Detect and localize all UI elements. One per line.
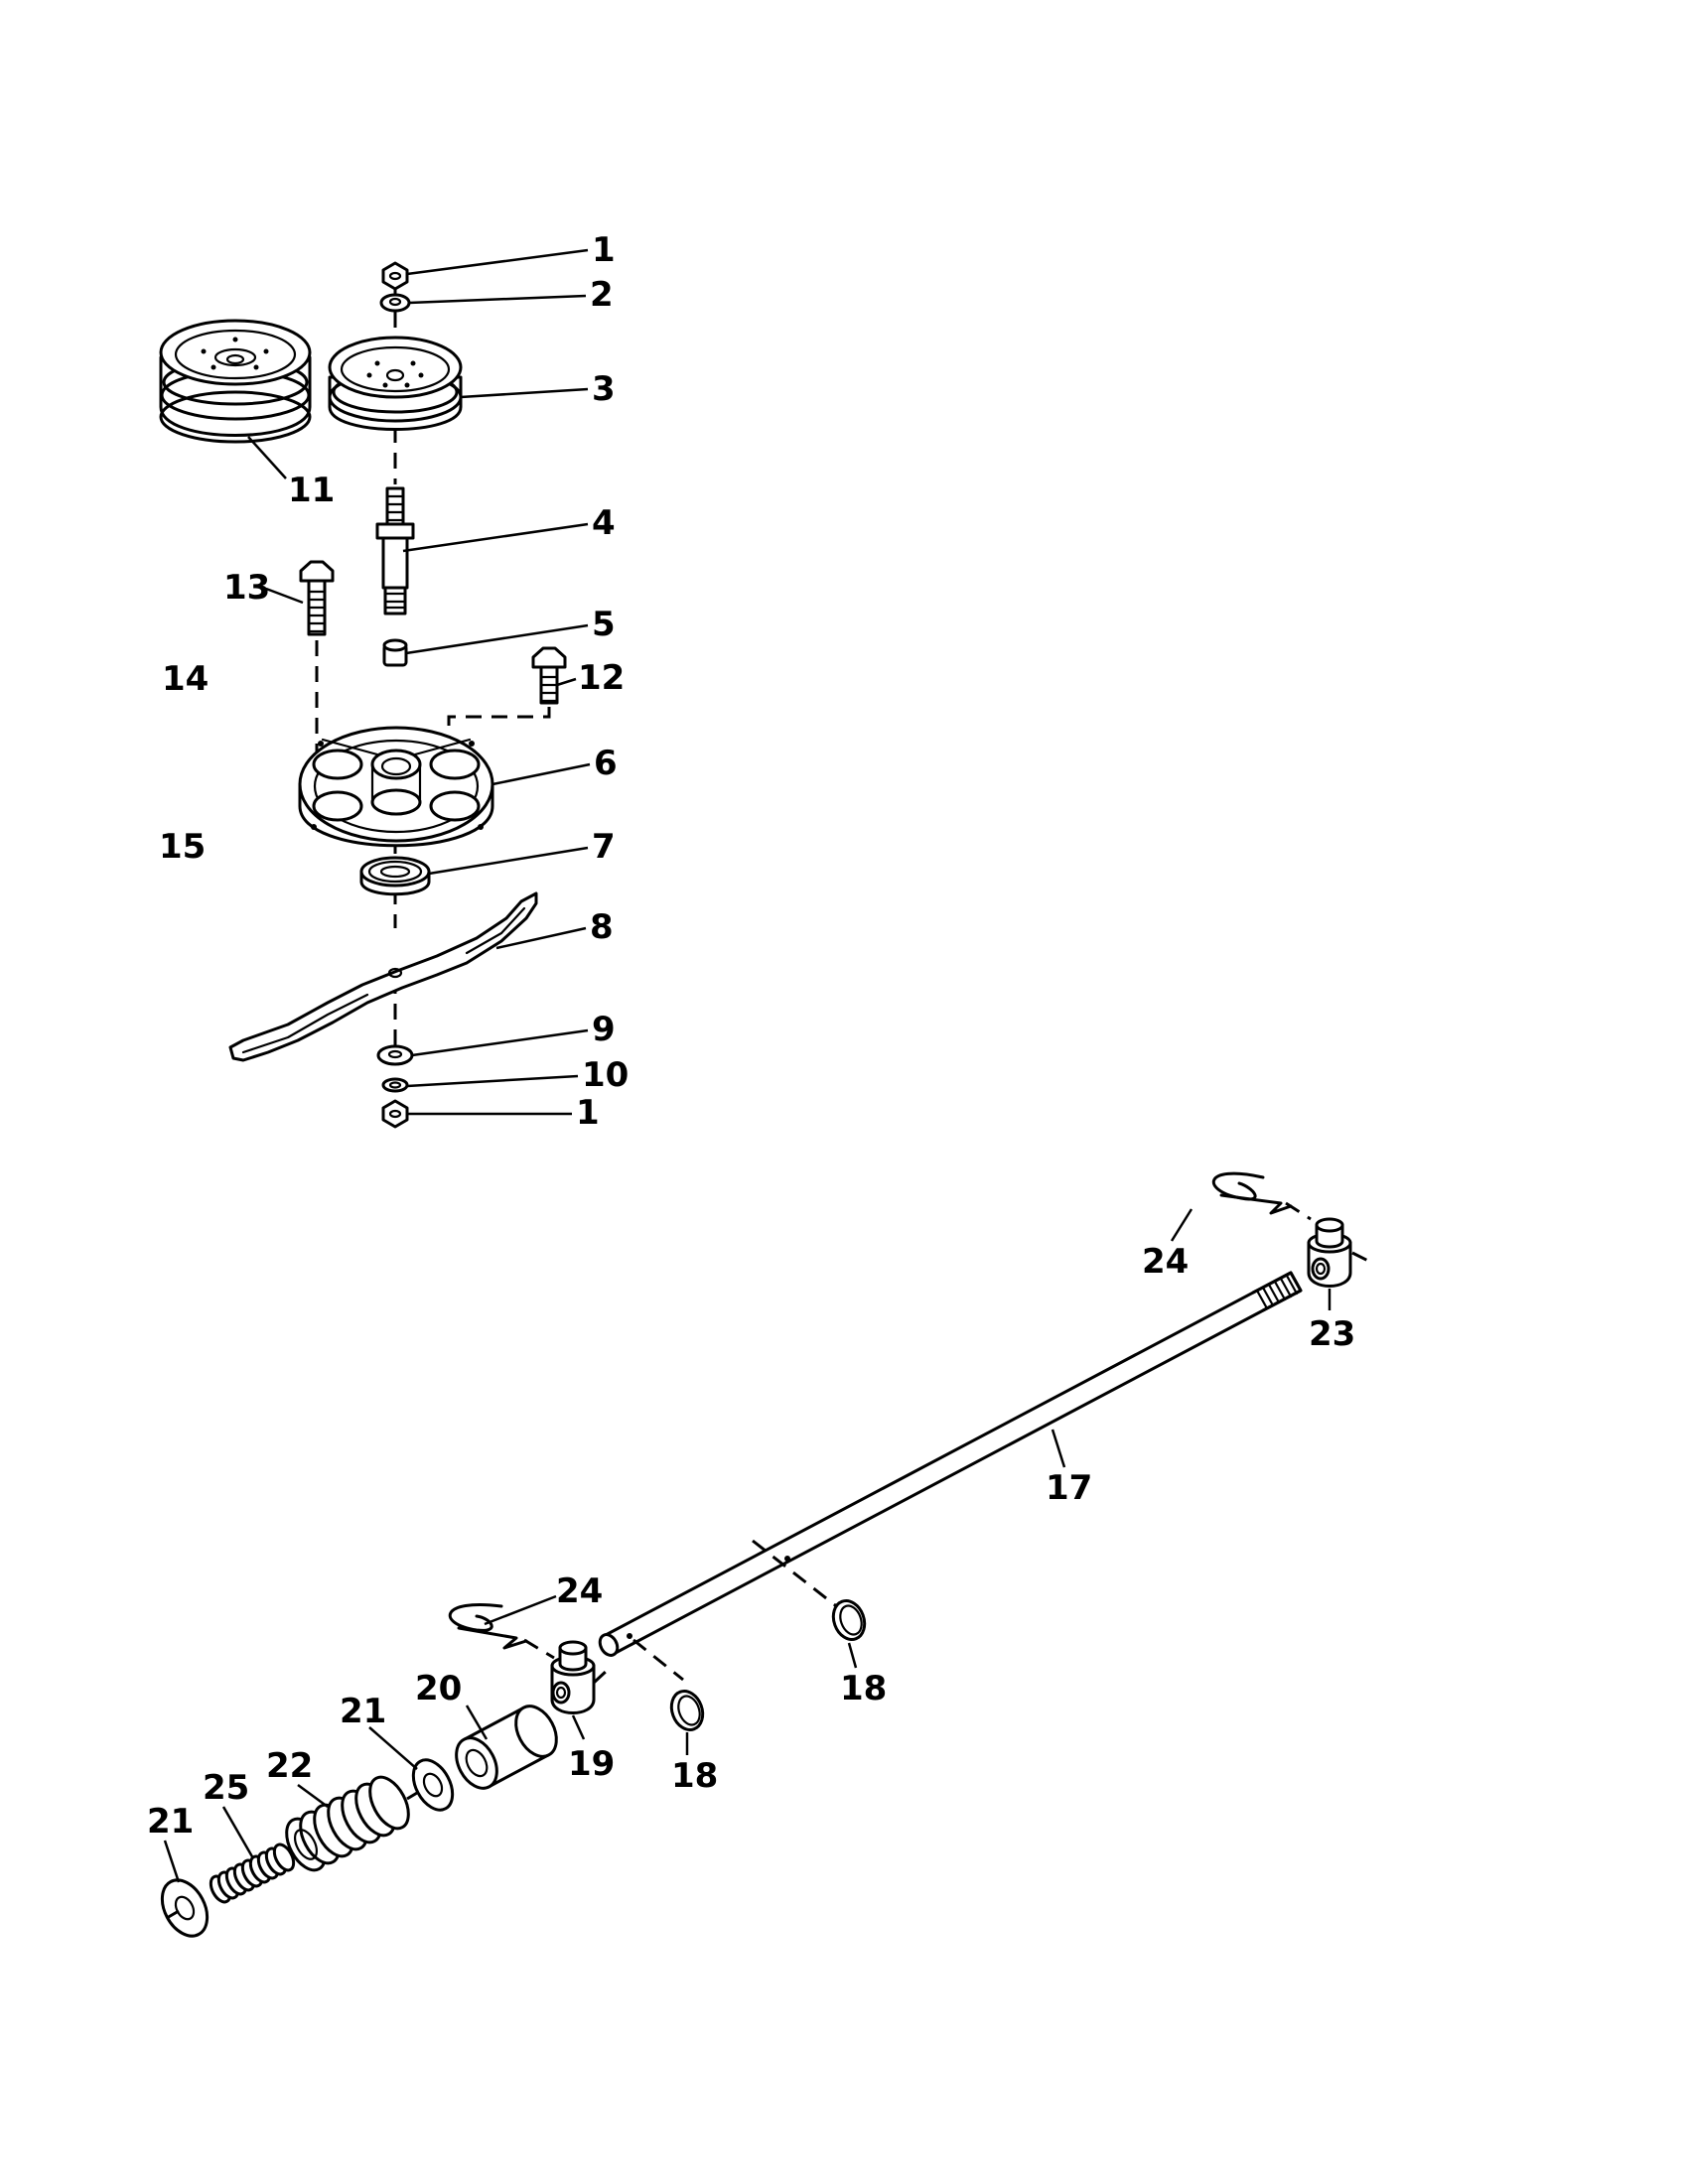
- callout-1-bottom: 1: [576, 1093, 600, 1133]
- bolt-long: [299, 560, 335, 636]
- trunnion-left-axis: [592, 1668, 610, 1685]
- callout-13: 13: [223, 568, 270, 608]
- callout-9: 9: [592, 1010, 616, 1049]
- spindle-housing: [298, 726, 494, 848]
- callout-6: 6: [594, 744, 618, 783]
- callout-18-left: 18: [671, 1756, 718, 1796]
- callout-labels: 1 2 3 11 4 13 5 14 12 6 15 7 8 9 10 1 24…: [147, 230, 1355, 1842]
- hairpin-clip-top: [1211, 1171, 1293, 1215]
- lower-leader-lines: [163, 1208, 1332, 1883]
- callout-3: 3: [592, 369, 616, 409]
- spring-stack-axis: [166, 1791, 418, 1920]
- callout-21-lower: 21: [147, 1802, 194, 1842]
- lock-washer: [381, 1077, 409, 1093]
- hex-nut-top: [381, 261, 409, 291]
- compression-spring-small: [209, 1843, 296, 1904]
- upper-leader-lines: [247, 248, 591, 1116]
- callout-11: 11: [288, 471, 335, 510]
- bolt-short: [531, 646, 567, 705]
- callout-7: 7: [592, 827, 616, 867]
- callout-4: 4: [592, 503, 616, 543]
- callout-19: 19: [568, 1744, 615, 1784]
- callout-15: 15: [159, 827, 206, 867]
- callout-23: 23: [1309, 1314, 1355, 1354]
- callout-24-bottom: 24: [556, 1571, 603, 1611]
- flat-washer-upper: [411, 1758, 455, 1812]
- retaining-ring-left: [669, 1690, 705, 1731]
- bolt-short-axis: [447, 707, 551, 740]
- clip-bottom-axis: [523, 1638, 555, 1660]
- clip-top-axis: [1285, 1201, 1312, 1221]
- tube-spacer: [455, 1705, 558, 1790]
- callout-25: 25: [203, 1768, 249, 1808]
- blade-washer: [376, 1044, 414, 1066]
- callout-14: 14: [162, 659, 209, 699]
- spindle-shaft: [375, 486, 415, 615]
- trunnion-right: [1307, 1217, 1352, 1288]
- lift-rod: [598, 1271, 1303, 1657]
- spacer-bushing: [382, 638, 408, 667]
- pulley-single: [328, 336, 463, 431]
- callout-24-top: 24: [1142, 1242, 1189, 1282]
- callout-10: 10: [582, 1055, 629, 1095]
- compression-spring-large: [285, 1775, 410, 1872]
- trunnion-right-axis: [1351, 1251, 1369, 1263]
- flat-washer-lower: [160, 1878, 210, 1938]
- callout-17: 17: [1046, 1468, 1092, 1508]
- callout-1-top: 1: [592, 230, 616, 270]
- callout-22: 22: [266, 1746, 313, 1786]
- hex-nut-bottom: [381, 1099, 409, 1129]
- ball-bearing: [359, 856, 431, 896]
- callout-18-right: 18: [840, 1669, 887, 1708]
- washer-top: [379, 293, 411, 313]
- callout-21-upper: 21: [340, 1692, 386, 1731]
- callout-12: 12: [578, 658, 625, 698]
- mower-blade: [228, 891, 538, 1062]
- callout-20: 20: [415, 1669, 462, 1708]
- pulley-double: [159, 319, 312, 444]
- callout-2: 2: [590, 275, 614, 315]
- callout-5: 5: [592, 605, 616, 644]
- trunnion-left: [550, 1640, 596, 1714]
- ring-axis-lines: [632, 1539, 840, 1682]
- callout-8: 8: [590, 907, 614, 947]
- retaining-ring-right: [831, 1599, 867, 1641]
